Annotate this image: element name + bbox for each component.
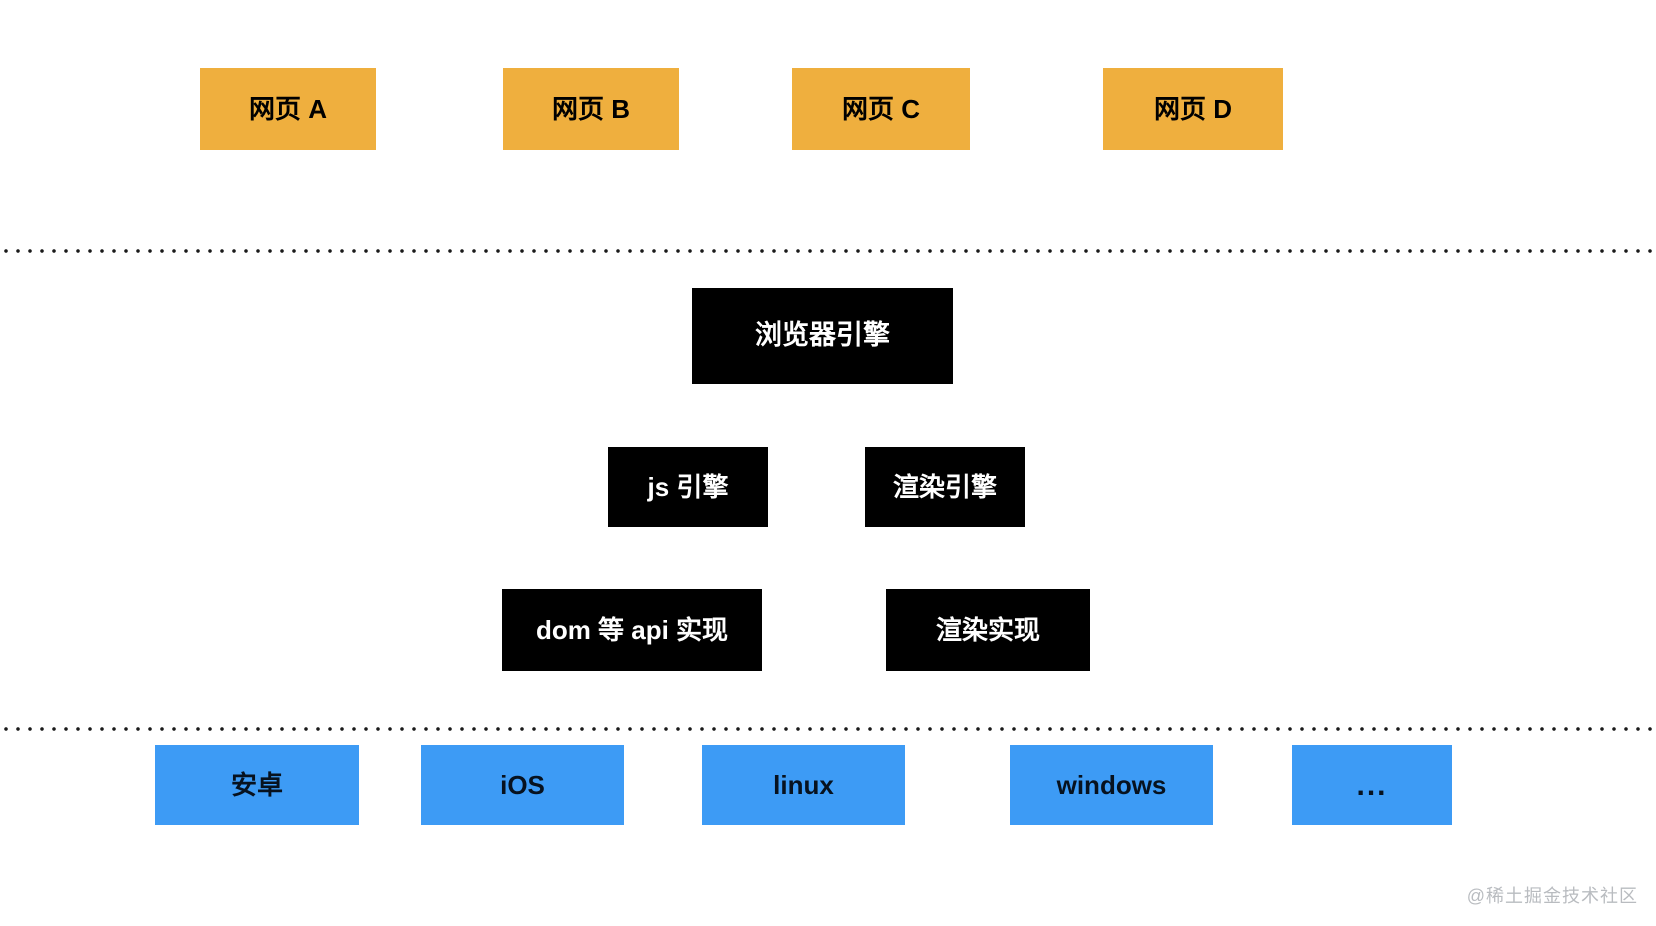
node-label: windows [1056,769,1167,800]
engine-os-divider [0,727,1656,731]
node-js-engine: js 引擎 [608,447,768,527]
node-label: ... [1356,768,1388,802]
node-label: 渲染实现 [935,614,1040,645]
node-os-android: 安卓 [155,745,359,825]
node-os-ios: iOS [421,745,624,825]
node-web-page-c: 网页 C [792,68,970,150]
node-render-impl: 渲染实现 [886,589,1090,671]
watermark: @稀土掘金技术社区 [1466,886,1638,906]
node-label: 网页 A [248,93,327,124]
node-label: 网页 D [1153,93,1232,124]
node-label: 浏览器引擎 [755,320,890,351]
node-browser-engine: 浏览器引擎 [692,288,953,384]
node-os-linux: linux [702,745,905,825]
node-label: 网页 B [551,93,630,124]
node-label: 网页 C [841,93,920,124]
node-label: 安卓 [230,769,283,800]
node-dom-api-impl: dom 等 api 实现 [502,589,762,671]
node-label: dom 等 api 实现 [535,614,729,645]
node-label: linux [773,769,834,800]
node-label: iOS [500,769,545,800]
node-os-more: ... [1292,745,1452,825]
node-render-engine: 渲染引擎 [865,447,1025,527]
node-label: js 引擎 [647,471,729,502]
pages-engine-divider [0,249,1656,253]
node-label: 渲染引擎 [892,471,997,502]
node-web-page-b: 网页 B [503,68,679,150]
node-web-page-d: 网页 D [1103,68,1283,150]
node-web-page-a: 网页 A [200,68,376,150]
node-os-windows: windows [1010,745,1213,825]
